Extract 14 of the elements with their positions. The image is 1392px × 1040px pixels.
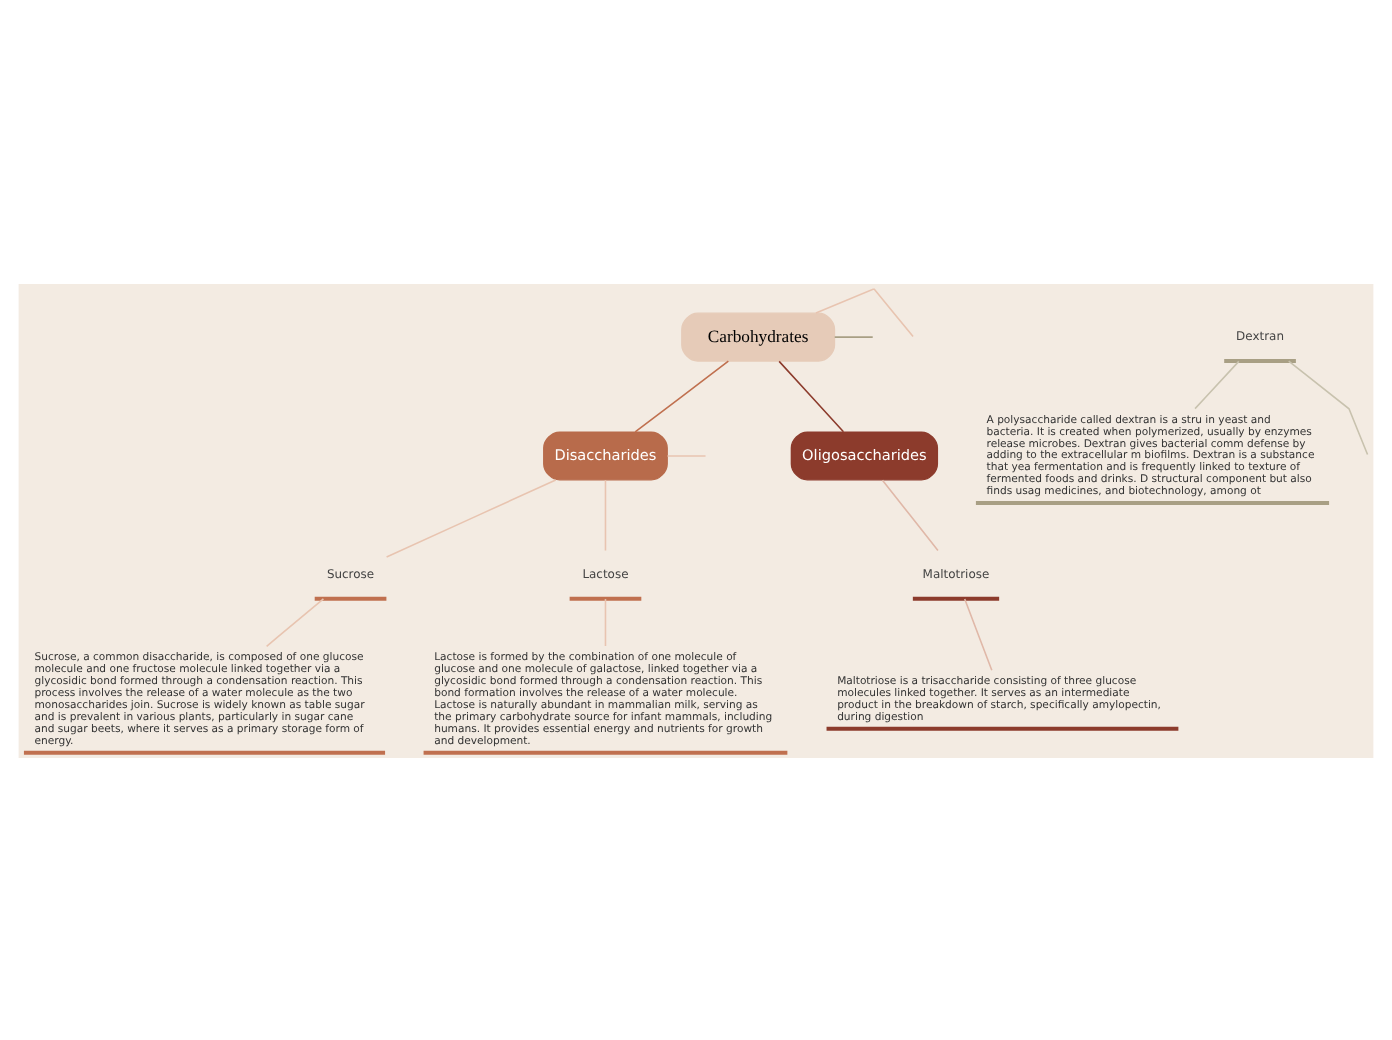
node-box: Carbohydrates [681, 311, 836, 361]
connector [604, 478, 607, 551]
connector [1194, 359, 1240, 409]
connector [815, 287, 914, 337]
connector [666, 454, 707, 456]
connector [385, 478, 557, 557]
connector [265, 597, 325, 647]
connector [778, 359, 845, 432]
connector [963, 597, 993, 671]
connector [1287, 359, 1369, 455]
connector [881, 478, 939, 551]
connector [833, 335, 874, 337]
connector [604, 597, 607, 646]
connector [634, 359, 730, 432]
